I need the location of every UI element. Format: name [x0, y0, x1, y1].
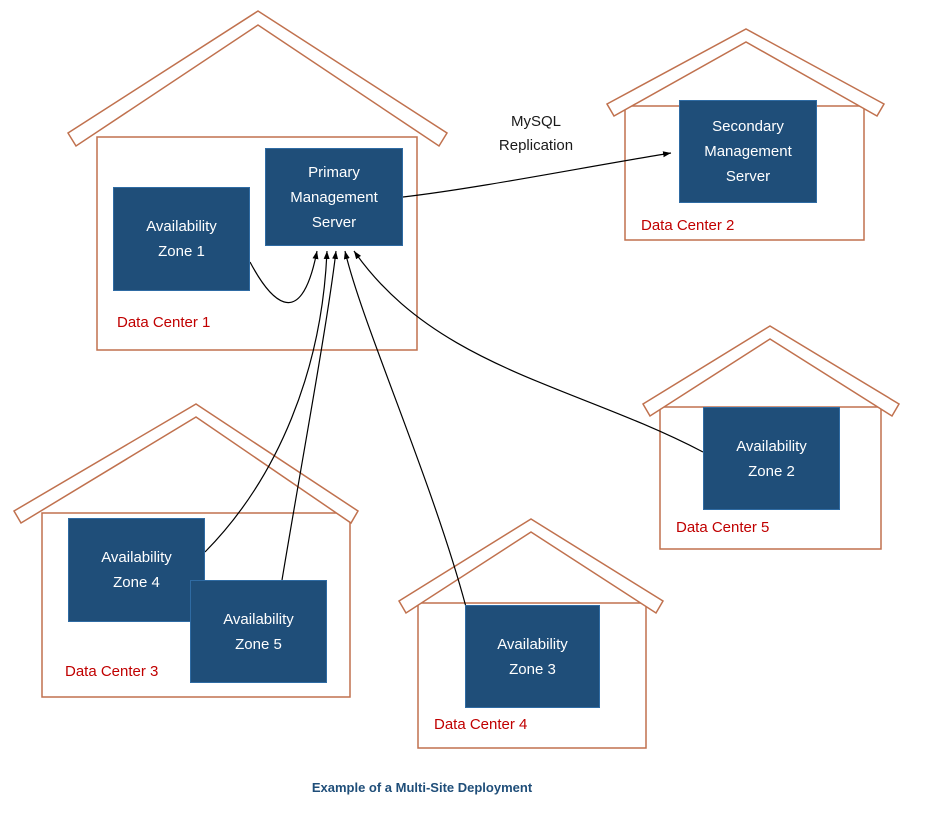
label-data-center-3: Data Center 3: [65, 663, 159, 680]
house-roof-dc2: [605, 28, 886, 118]
house-roof-dc5: [641, 325, 901, 418]
node-primary-management-server: Primary Management Server: [265, 148, 403, 246]
house-roof-dc3: [12, 403, 360, 525]
label-data-center-2: Data Center 2: [641, 217, 735, 234]
arrow-az1-to-primary: [249, 250, 319, 304]
label-data-center-1: Data Center 1: [117, 314, 211, 331]
house-roof-dc4: [397, 518, 665, 615]
arrow-az2-to-primary: [353, 250, 704, 453]
house-roof-dc1: [66, 10, 449, 148]
mysql-replication-label: MySQL Replication: [498, 113, 574, 154]
arrow-az3-to-primary: [343, 250, 467, 608]
node-availability-zone-3: Availability Zone 3: [465, 605, 600, 708]
arrow-az5-to-primary: [281, 250, 339, 581]
node-availability-zone-1: Availability Zone 1: [113, 187, 250, 291]
label-data-center-5: Data Center 5: [676, 519, 770, 536]
diagram-title: Example of a Multi-Site Deployment: [311, 780, 533, 795]
node-availability-zone-2: Availability Zone 2: [703, 407, 840, 510]
node-availability-zone-4: Availability Zone 4: [68, 518, 205, 622]
node-availability-zone-5: Availability Zone 5: [190, 580, 327, 683]
node-secondary-management-server: Secondary Management Server: [679, 100, 817, 203]
arrow-primary-to-secondary: [402, 151, 672, 198]
label-data-center-4: Data Center 4: [434, 716, 528, 733]
arrow-az4-to-primary: [204, 250, 330, 553]
